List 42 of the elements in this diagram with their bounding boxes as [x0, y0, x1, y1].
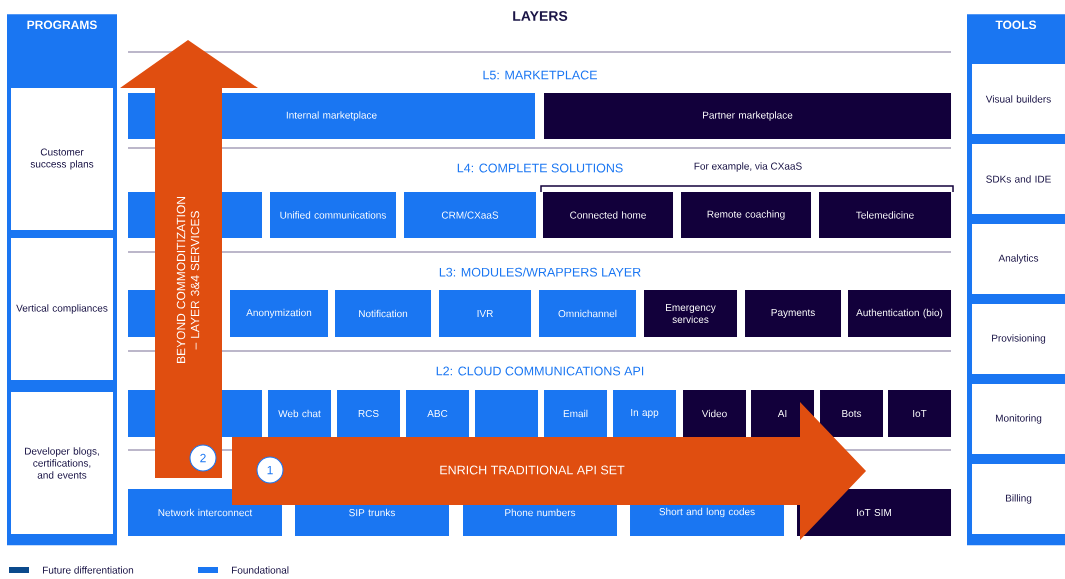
layer-box: ABC [406, 390, 469, 437]
program-box: Developer blogs, certifications, and events [11, 392, 113, 534]
title: LAYERS [513, 11, 568, 21]
layer-box: Web chat [268, 390, 331, 437]
program-box: Customer success plans [11, 88, 113, 230]
layer-box: Connected home [543, 192, 673, 238]
layer-box: Remote coaching [681, 192, 811, 238]
tool-box: Analytics [972, 224, 1065, 294]
layer-box: IoT [888, 390, 951, 437]
layer-box: Video [683, 390, 746, 437]
note-text: For example, via CXaaS [691, 160, 805, 174]
program-box: Vertical compliances [11, 238, 113, 380]
layer-box: Payments [745, 290, 841, 337]
layer-box: Telemedicine [819, 192, 951, 238]
layer-heading: L5: MARKETPLACE [483, 70, 597, 80]
tool-box: Visual builders [972, 64, 1065, 134]
layer-heading: L4: COMPLETE SOLUTIONS [457, 163, 623, 173]
layer-box: In app [613, 390, 676, 437]
layer-box: Notification [335, 290, 431, 337]
tool-box: SDKs and IDE [972, 144, 1065, 214]
layer-box: RCS [337, 390, 400, 437]
legend-label: Future differentiation [43, 566, 134, 574]
tool-box: Provisioning [972, 304, 1065, 374]
layer-box: Unified communications [270, 192, 396, 238]
legend-label: Foundational [232, 566, 289, 574]
layer-box: IVR [439, 290, 531, 337]
tool-box: Monitoring [972, 384, 1065, 454]
layer-box [128, 290, 155, 337]
layer-box: CRM/CXaaS [404, 192, 536, 238]
layer-box: Authentication (bio) [848, 290, 951, 337]
layer-box: Partner marketplace [544, 93, 951, 139]
layer-box: Anonymization [230, 290, 328, 337]
layer-box: Email [544, 390, 607, 437]
layer-box: Omnichannel [539, 290, 636, 337]
layer-box: Bots [820, 390, 883, 437]
step-number: 2 [189, 444, 217, 472]
tool-box: Billing [972, 464, 1065, 534]
layer-box: Emergency services [644, 290, 737, 337]
layer-box [475, 390, 538, 437]
step-number: 1 [256, 456, 284, 484]
layer-heading: L3: MODULES/WRAPPERS LAYER [439, 267, 641, 277]
layer-heading: L2: CLOUD COMMUNICATIONS API [436, 366, 644, 376]
